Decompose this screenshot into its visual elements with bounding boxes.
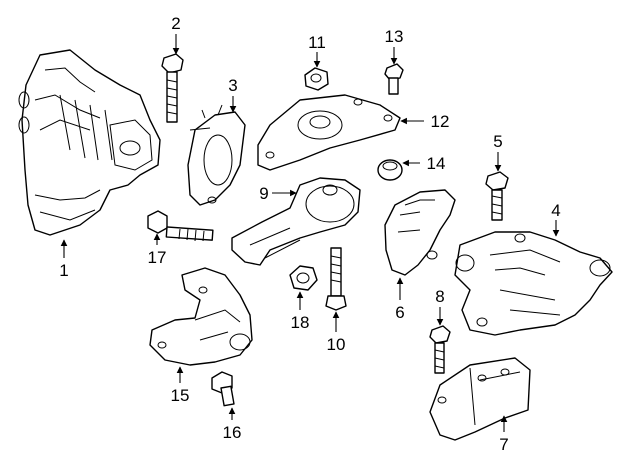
callout-15: 15 xyxy=(171,386,190,405)
part-18-nut xyxy=(289,265,318,291)
part-13-bolt xyxy=(384,63,404,95)
callout-9: 9 xyxy=(259,184,268,203)
callout-13: 13 xyxy=(385,27,404,46)
callout-6: 6 xyxy=(395,303,404,322)
callout-8: 8 xyxy=(435,287,444,306)
part-17-bolt xyxy=(147,210,214,242)
part-8-bolt xyxy=(429,325,451,374)
callout-5: 5 xyxy=(493,132,502,151)
callout-4: 4 xyxy=(551,201,560,220)
callout-7: 7 xyxy=(499,435,508,454)
callout-3: 3 xyxy=(228,76,237,95)
callout-16: 16 xyxy=(223,423,242,442)
callout-10: 10 xyxy=(327,335,346,354)
part-10-bolt xyxy=(325,247,347,311)
part-9-torque-rod xyxy=(231,177,361,266)
callout-2: 2 xyxy=(171,14,180,33)
part-6-bracket xyxy=(384,189,456,276)
part-12-upper-bracket xyxy=(257,94,401,171)
part-11-nut xyxy=(304,67,329,91)
part-16-bolt xyxy=(211,371,235,407)
callout-18: 18 xyxy=(291,313,310,332)
leader-lines xyxy=(60,34,560,432)
callout-labels: 1 2 3 4 5 6 7 8 9 10 11 12 13 14 15 16 1… xyxy=(59,14,560,454)
part-2-bolt xyxy=(161,53,184,123)
callout-17: 17 xyxy=(148,248,167,267)
part-14-bushing xyxy=(377,159,403,181)
callout-14: 14 xyxy=(427,154,446,173)
callout-11: 11 xyxy=(308,33,326,52)
part-1-engine-mount xyxy=(18,49,161,236)
part-3-bracket xyxy=(187,104,246,206)
part-7-lower-mount xyxy=(429,357,531,441)
part-5-bolt xyxy=(485,171,509,221)
callout-1: 1 xyxy=(59,261,68,280)
part-4-transmission-mount xyxy=(454,231,613,336)
part-15-lower-bracket xyxy=(149,267,253,366)
callout-12: 12 xyxy=(431,112,450,131)
